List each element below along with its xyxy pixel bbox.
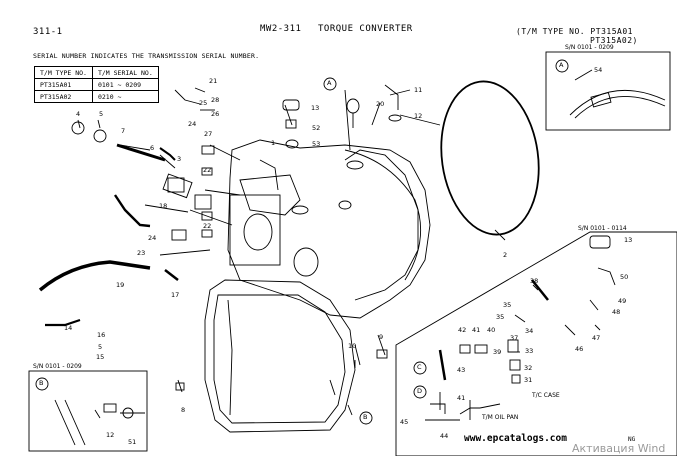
part-num: 7 xyxy=(121,127,126,135)
part-num: 44 xyxy=(440,432,449,440)
part-num: 35 xyxy=(496,313,505,321)
part-num: 9 xyxy=(379,333,384,341)
part-num: 5 xyxy=(98,343,103,351)
part-num: 26 xyxy=(211,110,220,118)
section-code: MW2-311 xyxy=(260,24,302,34)
part-num: 17 xyxy=(171,291,180,299)
part-num: 31 xyxy=(524,376,533,384)
part-num: 14 xyxy=(64,324,73,332)
part-num: 46 xyxy=(575,345,584,353)
part-num: 45 xyxy=(400,418,409,426)
inset-c-circle-d: D xyxy=(417,387,423,395)
part-num: 37 xyxy=(510,334,519,342)
part-num: 18 xyxy=(159,202,168,210)
part-num: 38 xyxy=(530,277,539,285)
part-num: 49 xyxy=(618,297,627,305)
part-num: 4 xyxy=(76,110,81,118)
serial-note: SERIAL NUMBER INDICATES THE TRANSMISSION… xyxy=(33,52,260,60)
inset-b-circle-label: B xyxy=(39,379,44,387)
part-num: 24 xyxy=(188,120,197,128)
part-num: 41 xyxy=(457,394,466,402)
part-num: 8 xyxy=(181,406,186,414)
part-num: 3 xyxy=(177,155,182,163)
tm-type-line1: (T/M TYPE NO. PT315A01 xyxy=(516,27,633,36)
part-num: 13 xyxy=(624,236,633,244)
inset-c-circle-c: C xyxy=(417,363,422,371)
part-num: 2 xyxy=(503,251,508,259)
part-num: 33 xyxy=(525,347,534,355)
inset-a-range: S/N 0101 - 0209 xyxy=(565,44,614,51)
part-num: 12 xyxy=(414,112,423,120)
part-num: 22 xyxy=(203,222,212,230)
serial-table: T/M TYPE NO. T/M SERIAL NO. PT315A01 010… xyxy=(34,66,159,103)
part-num: 27 xyxy=(204,130,213,138)
part-num: 16 xyxy=(97,331,106,339)
watermark-activation: Активация Wind xyxy=(572,442,666,455)
part-num: 40 xyxy=(487,326,496,334)
watermark-url: www.epcatalogs.com xyxy=(464,433,567,444)
part-num: 34 xyxy=(525,327,534,335)
part-num: 5 xyxy=(99,110,104,118)
part-num: 43 xyxy=(457,366,466,374)
part-num: 53 xyxy=(312,140,321,148)
inset-b-part: 12 xyxy=(106,431,115,439)
part-num: 13 xyxy=(311,104,320,112)
part-num: 42 xyxy=(458,326,467,334)
inset-b-range: S/N 0101 - 0209 xyxy=(33,363,82,370)
part-num: 21 xyxy=(209,77,218,85)
o-ring-large xyxy=(440,80,540,236)
tm-type-line2: PT315A02) xyxy=(590,36,638,45)
page-ref: 311-1 xyxy=(33,27,63,37)
part-num: 32 xyxy=(524,364,533,372)
part-num: 35 xyxy=(503,301,512,309)
bell-housing xyxy=(204,279,356,433)
watermark-suffix: NG xyxy=(628,436,636,443)
part-num: 24 xyxy=(148,234,157,242)
table-row: PT315A02 0210 ~ xyxy=(34,90,159,103)
inset-a-part: 54 xyxy=(594,66,603,74)
part-num: 10 xyxy=(348,342,357,350)
part-num: 23 xyxy=(137,249,146,257)
part-num: 48 xyxy=(612,308,621,316)
part-num: 6 xyxy=(150,144,155,152)
inset-a-circle-label: A xyxy=(559,61,564,69)
tc-case-label: T/C CASE xyxy=(532,392,560,399)
part-num: 28 xyxy=(211,96,220,104)
part-num: 47 xyxy=(592,334,601,342)
inset-c-range: S/N 0101 - 0114 xyxy=(578,225,627,232)
table-cell: PT315A02 xyxy=(34,90,93,103)
part-num: 25 xyxy=(199,99,208,107)
oil-pan-label: T/M OIL PAN xyxy=(482,414,519,421)
table-cell: 0210 ~ xyxy=(91,90,159,103)
part-num: 41 xyxy=(472,326,481,334)
serial-table-header-cell: T/M TYPE NO. xyxy=(34,66,93,79)
part-num: 11 xyxy=(414,86,423,94)
callout-b-label: B xyxy=(363,413,368,421)
converter-housing xyxy=(227,139,431,319)
part-num: 20 xyxy=(376,100,385,108)
section-title: TORQUE CONVERTER xyxy=(318,24,413,34)
part-num: 22 xyxy=(203,166,212,174)
callout-a-label: A xyxy=(327,79,332,87)
part-num: 39 xyxy=(493,348,502,356)
part-num: 1 xyxy=(271,139,276,147)
part-num: 52 xyxy=(312,124,321,132)
part-num: 50 xyxy=(620,273,629,281)
part-num: 15 xyxy=(96,353,105,361)
part-num: 19 xyxy=(116,281,125,289)
inset-b-part: 51 xyxy=(128,438,137,446)
